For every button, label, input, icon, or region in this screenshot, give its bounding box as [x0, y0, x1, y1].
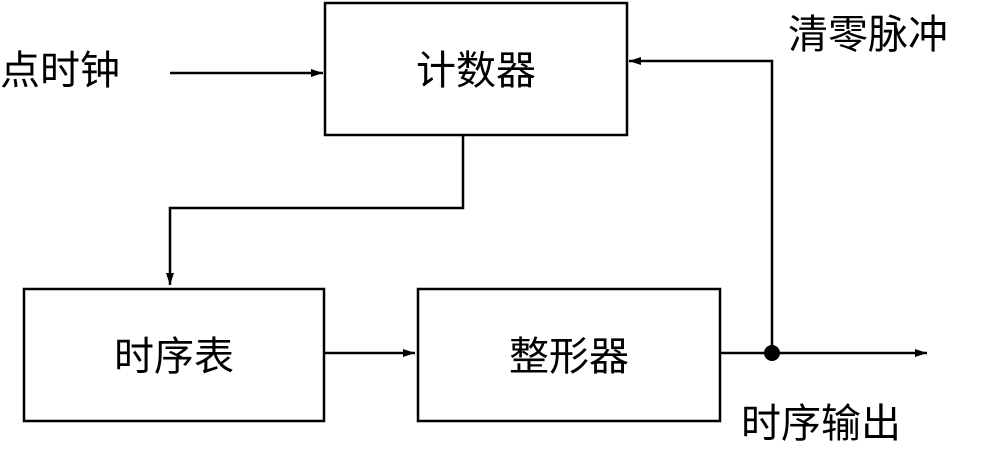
- clear-pulse-label: 清零脉冲: [788, 12, 948, 58]
- timing-table-label: 时序表: [114, 334, 234, 380]
- timing-output-label: 时序输出: [741, 401, 901, 447]
- feedback-arrow: [629, 57, 774, 353]
- counter-label: 计数器: [416, 48, 536, 94]
- junction-dot: [764, 345, 780, 361]
- counter-block: 计数器: [323, 1, 629, 137]
- timing-table-block: 时序表: [22, 287, 326, 423]
- shaper-label: 整形器: [509, 334, 629, 380]
- shaper-block: 整形器: [416, 287, 722, 423]
- dot-clock-label: 点时钟: [0, 48, 120, 94]
- counter-to-table-arrow: [166, 135, 465, 285]
